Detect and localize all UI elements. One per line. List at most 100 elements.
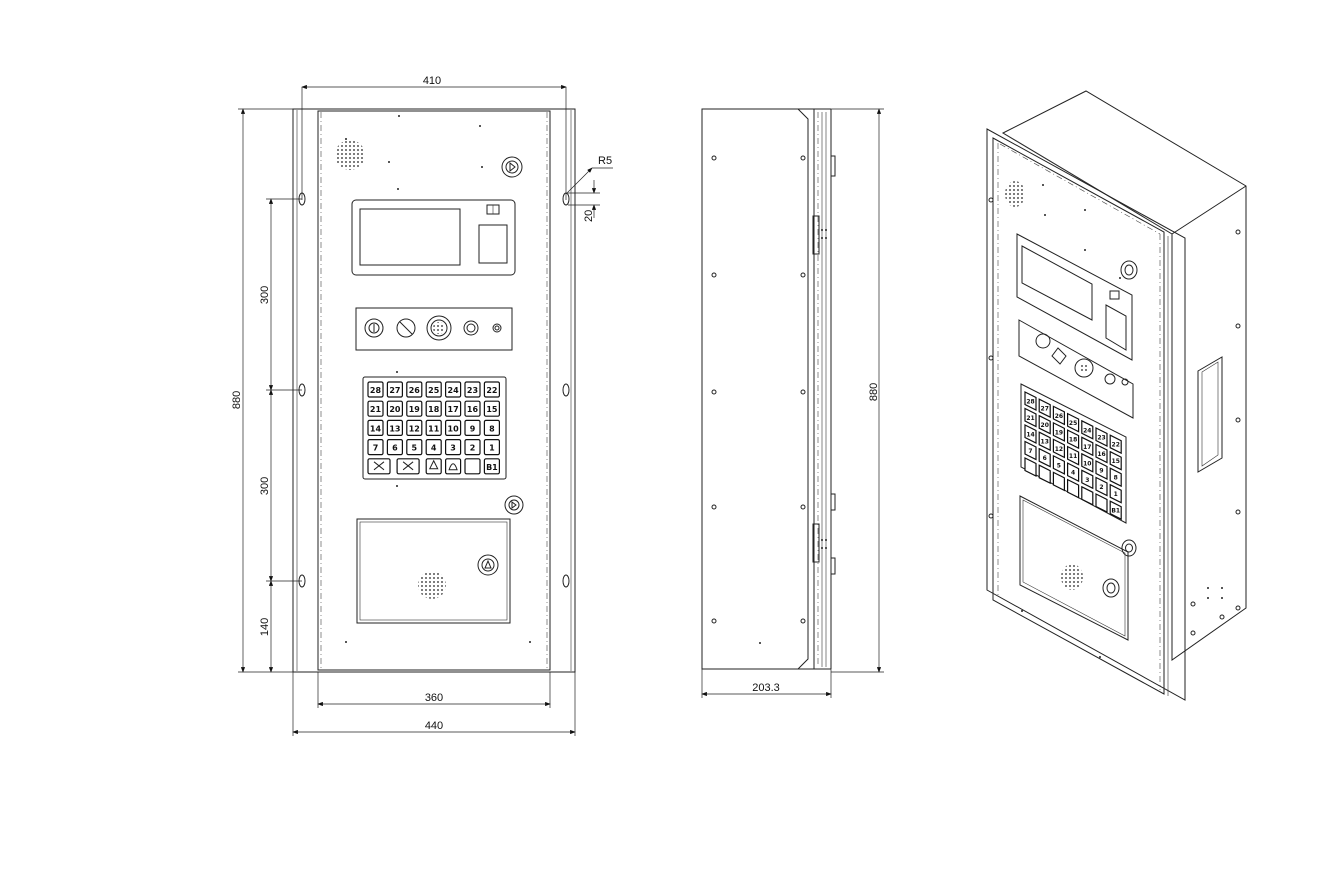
iso-keypad-key: 11 (1067, 445, 1080, 466)
keypad-key-label: 15 (486, 405, 498, 414)
call-button-icon (477, 554, 499, 576)
keypad-key-label: 22 (486, 386, 497, 395)
keypad-key-label: 21 (370, 405, 382, 414)
iso-keypad-key-label: 2 (1099, 484, 1103, 491)
speaker-grille-icon (418, 571, 446, 599)
keypad-key-label: 20 (389, 405, 401, 414)
fan-key-icon (367, 458, 391, 475)
radius-callout: R5 20 (565, 155, 613, 222)
iso-keypad-key-label: 14 (1026, 432, 1034, 439)
iso-keypad-key-label: 19 (1055, 429, 1063, 436)
keypad-key: 23 (464, 381, 481, 398)
dim-slot-lower-label: 300 (259, 477, 271, 495)
iso-front-panel (992, 137, 1165, 695)
keypad-key-label: 13 (389, 424, 400, 433)
keypad-key: 27 (386, 381, 403, 398)
keypad-key: 19 (406, 400, 423, 417)
keypad-key-label: 6 (392, 444, 398, 453)
iso-keypad-key-label: 6 (1043, 455, 1047, 462)
dim-height-front: 880 (231, 108, 293, 673)
key-switch-icon (501, 156, 523, 178)
iso-keypad-key: 24 (1081, 419, 1094, 440)
keypad-key: 20 (386, 400, 403, 417)
iso-keypad-key-label: 21 (1026, 415, 1034, 422)
keypad-key: 22 (483, 381, 500, 398)
keypad-key: 21 (367, 400, 384, 417)
iso-keypad-key: 28 (1024, 391, 1037, 411)
keypad-key: 28 (367, 381, 384, 398)
iso-keypad-key-label: 22 (1112, 442, 1120, 449)
keypad-key: 8 (483, 419, 500, 436)
iso-panel-screws (1021, 184, 1121, 658)
keypad-key: 18 (425, 400, 442, 417)
dim-height-front-label: 880 (231, 391, 243, 409)
dim-slot-upper-label: 300 (259, 286, 271, 304)
display-module (351, 199, 516, 276)
push-button-icon (463, 320, 479, 336)
iso-keypad-key: 9 (1095, 460, 1108, 480)
keypad-key-label: 10 (448, 424, 460, 433)
iso-keypad-key: 8 (1109, 467, 1122, 488)
iso-side-handle-slot (1197, 356, 1223, 473)
iso-keypad-key-label: 24 (1083, 427, 1091, 434)
iso-special-key (1067, 478, 1080, 499)
keypad-key: 17 (445, 400, 462, 417)
keypad-key: 2 (464, 439, 481, 456)
dim-depth-label: 203.3 (752, 682, 780, 694)
iso-keypad-key-label: 10 (1083, 460, 1091, 467)
keypad-key-label: 2 (470, 444, 476, 453)
dim-bottom-offset-label: 140 (259, 618, 271, 636)
side-enclosure-body (701, 108, 815, 670)
iso-keypad-key: 26 (1052, 405, 1065, 426)
iso-keypad-key-label: 9 (1099, 468, 1103, 475)
iso-keypad-key: 22 (1109, 434, 1122, 455)
keypad-key-label: 5 (412, 444, 418, 453)
speaker-grille-icon (1005, 181, 1025, 207)
iso-keypad-key-label: 1 (1114, 491, 1118, 498)
iso-keypad-key-label: 26 (1055, 413, 1063, 420)
iso-keypad-key-label: 15 (1112, 458, 1120, 465)
iso-keypad-key-label: 13 (1041, 439, 1049, 446)
iso-keypad-key: 18 (1067, 429, 1080, 450)
dim-outer-width-label: 440 (425, 720, 443, 732)
iso-keypad-key: 12 (1052, 438, 1065, 459)
iso-keypad-key-label: 5 (1057, 462, 1061, 469)
radius-offset-label: 20 (583, 210, 595, 222)
keypad-key-label: 8 (489, 424, 495, 433)
keypad-key-label: 26 (409, 386, 421, 395)
keypad-key: 14 (367, 419, 384, 436)
keypad-key: 7 (367, 439, 384, 456)
keypad-key: 11 (425, 419, 442, 436)
dim-inner-width-label: 360 (425, 692, 443, 704)
keypad-key: 1 (483, 439, 500, 456)
speaker-grille-icon (1061, 564, 1083, 590)
iso-special-key (1024, 457, 1037, 477)
iso-keypad-key: 20 (1038, 414, 1051, 435)
keypad-key-label: 28 (370, 386, 382, 395)
iso-keypad-key-label: 18 (1069, 437, 1077, 444)
dim-inner-width: 360 (317, 672, 551, 708)
keypad-key-label: 7 (373, 444, 379, 453)
keypad-key-label: 3 (450, 444, 456, 453)
iso-keypad-key: 4 (1067, 462, 1080, 483)
iso-keypad: 2827262524232221201918171615141312111098… (1020, 383, 1127, 524)
speaker-grille-icon (335, 140, 365, 170)
keypad-key-label: 23 (467, 386, 478, 395)
iso-keypad-key-label: 16 (1097, 451, 1105, 458)
keypad-key-label: 24 (448, 386, 460, 395)
iso-front-flange (986, 128, 1186, 701)
iso-special-key (1095, 493, 1108, 513)
keypad-key: 12 (406, 419, 423, 436)
iso-keypad-key-label: 4 (1071, 470, 1075, 477)
indicator-button-icon (364, 318, 384, 338)
dim-outer-width: 440 (292, 672, 576, 736)
iso-keypad-key: 23 (1095, 427, 1108, 447)
keypad-key-label: 25 (428, 386, 440, 395)
keypad-key-label: B1 (486, 463, 498, 472)
keypad-key: 15 (483, 400, 500, 417)
iso-keypad-key-label: 3 (1085, 477, 1089, 484)
iso-display-module (1016, 233, 1133, 361)
iso-enclosure-box (1001, 90, 1247, 661)
